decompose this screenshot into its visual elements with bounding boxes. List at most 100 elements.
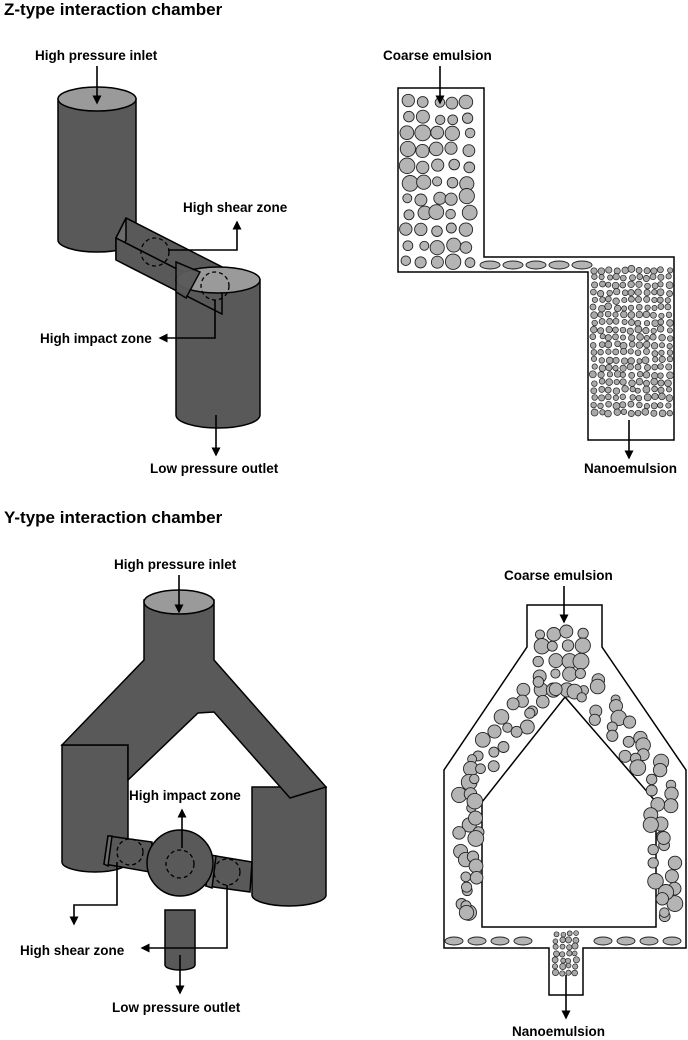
droplet: [658, 349, 665, 356]
droplet: [628, 341, 636, 348]
droplet: [475, 763, 486, 775]
droplet: [635, 377, 644, 386]
droplet: [597, 290, 605, 298]
droplet: [590, 288, 597, 296]
elongated-droplet: [490, 936, 510, 946]
droplet: [429, 240, 445, 256]
droplet: [430, 125, 445, 140]
droplet: [627, 357, 635, 365]
y-shear-zone-left: [116, 838, 144, 866]
droplet: [488, 746, 500, 758]
droplet: [487, 724, 502, 739]
z-nano-droplets: [588, 265, 674, 418]
droplet: [650, 311, 657, 319]
droplet: [635, 341, 644, 349]
z-coarse-label: Coarse emulsion: [383, 48, 492, 63]
droplet: [620, 334, 626, 341]
droplet: [402, 240, 414, 252]
droplet: [576, 692, 587, 703]
droplet: [652, 356, 659, 363]
droplet: [628, 379, 636, 387]
droplet: [552, 969, 559, 976]
droplet: [561, 639, 575, 652]
droplet: [590, 311, 598, 319]
droplet: [399, 125, 415, 141]
droplet: [664, 297, 671, 304]
droplet: [650, 797, 665, 812]
droplet: [650, 409, 658, 417]
droplet: [571, 969, 578, 977]
droplet: [643, 295, 651, 303]
droplet: [666, 343, 673, 350]
droplet: [666, 327, 673, 334]
droplet: [591, 281, 599, 289]
droplet: [574, 637, 591, 654]
droplet: [646, 773, 658, 786]
droplet: [657, 266, 664, 274]
droplet: [604, 340, 613, 349]
droplet: [647, 843, 659, 856]
droplet: [467, 830, 485, 847]
droplet: [627, 400, 635, 408]
droplet: [565, 969, 572, 976]
droplet: [416, 96, 429, 108]
droplet: [651, 372, 659, 380]
droplet: [605, 378, 613, 386]
droplet: [591, 296, 598, 303]
z-coarse-droplets: [398, 93, 478, 270]
droplet: [597, 267, 606, 275]
droplet: [666, 410, 673, 417]
droplet: [599, 296, 606, 303]
droplet: [636, 371, 644, 378]
droplet: [665, 394, 674, 402]
droplet: [546, 640, 558, 652]
droplet: [657, 386, 665, 394]
droplet: [612, 326, 619, 334]
droplet: [613, 267, 621, 275]
droplet: [487, 760, 500, 773]
droplet: [626, 327, 634, 335]
droplet: [431, 158, 445, 172]
droplet: [641, 408, 650, 416]
droplet: [562, 666, 578, 682]
droplet: [626, 363, 634, 371]
droplet: [589, 678, 606, 695]
droplet: [667, 335, 674, 342]
z-shear-zone-marker: [140, 237, 170, 267]
droplet: [572, 937, 580, 944]
z-inlet-label: High pressure inlet: [35, 48, 158, 63]
droplet: [468, 858, 484, 874]
droplet: [589, 303, 597, 311]
droplet: [416, 174, 432, 190]
droplet: [588, 370, 597, 379]
droplet: [597, 327, 605, 335]
droplet: [401, 93, 415, 108]
droplet: [628, 372, 636, 379]
droplet: [463, 161, 476, 174]
droplet: [634, 363, 642, 371]
droplet: [589, 333, 597, 340]
droplet: [428, 141, 444, 157]
droplet: [607, 274, 614, 281]
droplet: [566, 930, 573, 937]
droplet: [519, 719, 535, 735]
droplet: [664, 303, 672, 311]
droplet: [598, 274, 605, 280]
droplet: [444, 253, 462, 270]
droplet: [493, 709, 510, 725]
z-flow-schematic: [397, 87, 675, 441]
droplet: [532, 676, 545, 688]
droplet: [612, 311, 619, 318]
y-nano-droplets: [551, 930, 580, 977]
droplet: [620, 408, 628, 415]
droplet: [571, 950, 578, 957]
droplet: [636, 358, 643, 365]
y-channel-droplets: [444, 936, 682, 946]
droplet: [460, 871, 472, 883]
droplet: [599, 280, 606, 288]
droplet: [604, 409, 612, 418]
droplet: [628, 334, 636, 342]
droplet: [599, 333, 606, 340]
droplet: [635, 394, 643, 402]
